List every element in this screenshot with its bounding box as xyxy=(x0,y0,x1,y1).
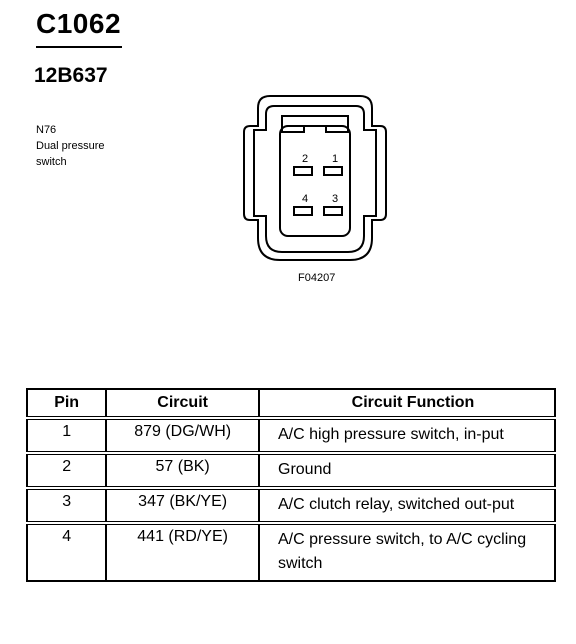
pinout-table: Pin Circuit Circuit Function 1 879 (DG/W… xyxy=(25,388,556,582)
table-header-row: Pin Circuit Circuit Function xyxy=(25,388,556,420)
function-cell: A/C pressure switch, to A/C cycling swit… xyxy=(258,522,556,582)
connector-face-diagram: 2 1 4 3 xyxy=(243,95,387,261)
terminal-slot-4 xyxy=(293,206,313,216)
table-row: 2 57 (BK) Ground xyxy=(25,452,556,490)
table-row: 4 441 (RD/YE) A/C pressure switch, to A/… xyxy=(25,522,556,582)
figure-id: F04207 xyxy=(298,272,336,284)
function-text: A/C high pressure switch, in-put xyxy=(278,426,504,443)
title-underline xyxy=(36,46,122,48)
circuit-cell: 57 (BK) xyxy=(105,452,260,490)
cavity-panel xyxy=(279,125,351,237)
pin-label-1: 1 xyxy=(332,153,338,165)
connector-housing-inner xyxy=(253,105,377,253)
function-text: A/C pressure switch, to A/C cycling swit… xyxy=(278,531,527,572)
connector-housing-outer xyxy=(243,95,387,261)
pin-cell: 4 xyxy=(25,522,108,582)
circuit-cell: 347 (BK/YE) xyxy=(105,487,260,525)
description-line: Dual pressure xyxy=(36,140,105,152)
column-header-circuit: Circuit xyxy=(105,388,260,420)
component-description: N76 Dual pressure switch xyxy=(36,122,104,170)
pin-label-2: 2 xyxy=(302,153,308,165)
locking-key xyxy=(281,115,349,133)
function-cell: A/C high pressure switch, in-put xyxy=(258,417,556,455)
table-row: 3 347 (BK/YE) A/C clutch relay, switched… xyxy=(25,487,556,525)
terminal-slot-1 xyxy=(323,166,343,176)
connector-title: C1062 xyxy=(36,8,122,39)
column-header-function: Circuit Function xyxy=(258,388,556,420)
description-line: N76 xyxy=(36,124,57,136)
column-header-pin: Pin xyxy=(25,388,108,420)
function-text: Ground xyxy=(278,461,332,478)
pin-cell: 3 xyxy=(25,487,108,525)
terminal-slot-2 xyxy=(293,166,313,176)
table-row: 1 879 (DG/WH) A/C high pressure switch, … xyxy=(25,417,556,455)
part-number: 12B637 xyxy=(34,64,108,87)
function-cell: Ground xyxy=(258,452,556,490)
description-line: switch xyxy=(36,156,67,168)
pin-label-3: 3 xyxy=(332,193,338,205)
function-text: A/C clutch relay, switched out-put xyxy=(278,496,515,513)
pin-cell: 2 xyxy=(25,452,108,490)
pin-label-4: 4 xyxy=(302,193,308,205)
function-cell: A/C clutch relay, switched out-put xyxy=(258,487,556,525)
circuit-cell: 441 (RD/YE) xyxy=(105,522,260,582)
terminal-slot-3 xyxy=(323,206,343,216)
pin-cell: 1 xyxy=(25,417,108,455)
circuit-cell: 879 (DG/WH) xyxy=(105,417,260,455)
